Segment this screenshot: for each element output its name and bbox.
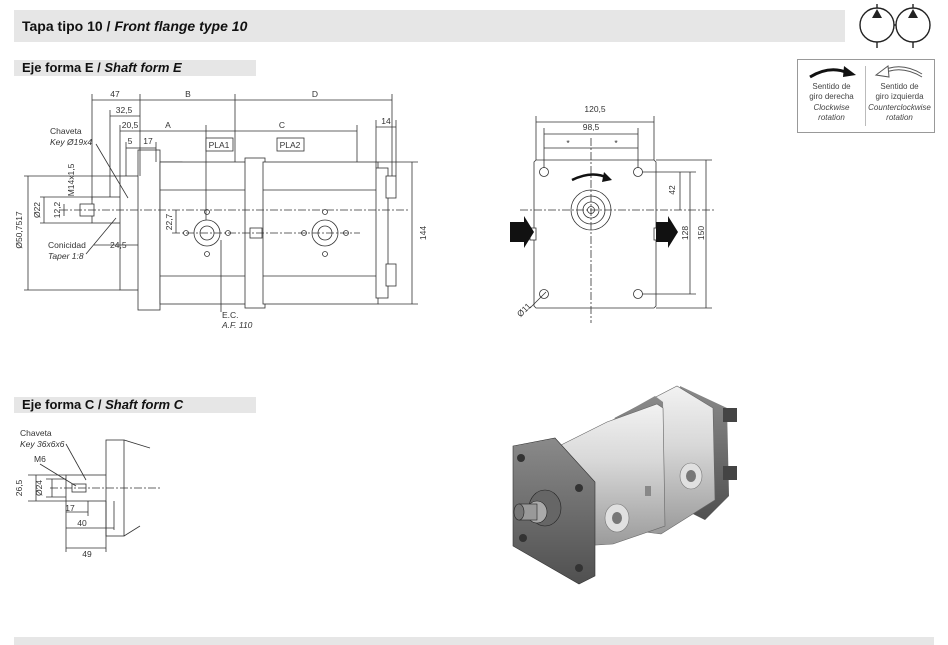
dim-47: 47 <box>110 89 120 99</box>
section-e-title: Eje forma E / Shaft form E <box>22 60 182 75</box>
clockwise-label: Sentido de giro derecha Clockwise rotati… <box>809 82 854 122</box>
dim-128: 128 <box>680 226 690 240</box>
footer-bar <box>14 637 934 645</box>
taper-ratio-label: Taper 1:8 <box>48 251 84 261</box>
clockwise-arrow-icon <box>809 66 856 79</box>
dim-d11: Ø11 <box>515 301 533 319</box>
pump-symbol-icon <box>859 4 931 48</box>
pla1-label: PLA1 <box>209 140 230 150</box>
counterclockwise-arrow-icon <box>874 65 923 78</box>
shaft-c-key-label: Chaveta <box>20 428 52 438</box>
star-right: * <box>614 138 618 148</box>
section-c-title: Eje forma C / Shaft form C <box>22 397 184 412</box>
dim-42: 42 <box>667 185 677 195</box>
header-bar <box>14 10 845 42</box>
dim-120-5: 120,5 <box>584 104 606 114</box>
dim-a: A <box>165 120 171 130</box>
shaft-c-m6: M6 <box>34 454 46 464</box>
rotation-legend: Sentido de giro derecha Clockwise rotati… <box>797 59 935 133</box>
section-c-header <box>14 397 256 413</box>
dim-12-2: 12,2 <box>52 201 62 218</box>
rotation-divider <box>865 66 866 126</box>
shaft-c-key-size: Key 36x6x6 <box>20 439 65 449</box>
pla2-label: PLA2 <box>280 140 301 150</box>
dim-32-5: 32,5 <box>116 105 133 115</box>
section-e-header <box>14 60 256 76</box>
dim-14: 14 <box>381 116 391 126</box>
ec-label: E.C. <box>222 310 239 320</box>
dim-c: C <box>279 120 285 130</box>
key-label: Chaveta <box>50 126 82 136</box>
counterclockwise-label: Sentido de giro izquierda Counterclockwi… <box>868 82 931 122</box>
af-label: A.F. 110 <box>221 320 253 330</box>
dim-b: B <box>185 89 191 99</box>
dim-150: 150 <box>696 226 706 240</box>
dim-144: 144 <box>418 226 428 240</box>
side-view-drawing: 47 B D 32,5 20,5 A C 14 5 17 PLA1 PLA2 C… <box>14 89 428 330</box>
dim-24-5: 24,5 <box>110 240 127 250</box>
page-title: Tapa tipo 10 / Front flange type 10 <box>22 18 248 34</box>
shaft-c-dim-26-5: 26,5 <box>14 479 24 496</box>
dim-d: D <box>312 89 318 99</box>
front-view-drawing: 120,5 98,5 * * 42 128 150 Ø11 <box>510 104 715 323</box>
dim-d50: Ø50,7517 <box>14 211 24 249</box>
dim-22-7: 22,7 <box>164 213 174 230</box>
shaft-c-dim-17: 17 <box>65 503 75 513</box>
dim-17: 17 <box>143 136 153 146</box>
shaft-c-dim-40: 40 <box>77 518 87 528</box>
key-size-label: Key Ø19x4 <box>50 137 92 147</box>
pump-3d-illustration <box>512 385 737 585</box>
taper-label: Conicidad <box>48 240 86 250</box>
dim-d22: Ø22 <box>32 202 42 218</box>
dim-98-5: 98,5 <box>583 122 600 132</box>
dim-m14: M14x1,5 <box>66 163 76 196</box>
shaft-c-dim-d24: Ø24 <box>34 480 44 496</box>
shaft-c-dim-49: 49 <box>82 549 92 559</box>
dim-5: 5 <box>128 136 133 146</box>
star-left: * <box>566 138 570 148</box>
dim-20-5: 20,5 <box>122 120 139 130</box>
shaft-c-drawing: Chaveta Key 36x6x6 M6 17 40 49 26,5 Ø24 <box>14 428 160 559</box>
